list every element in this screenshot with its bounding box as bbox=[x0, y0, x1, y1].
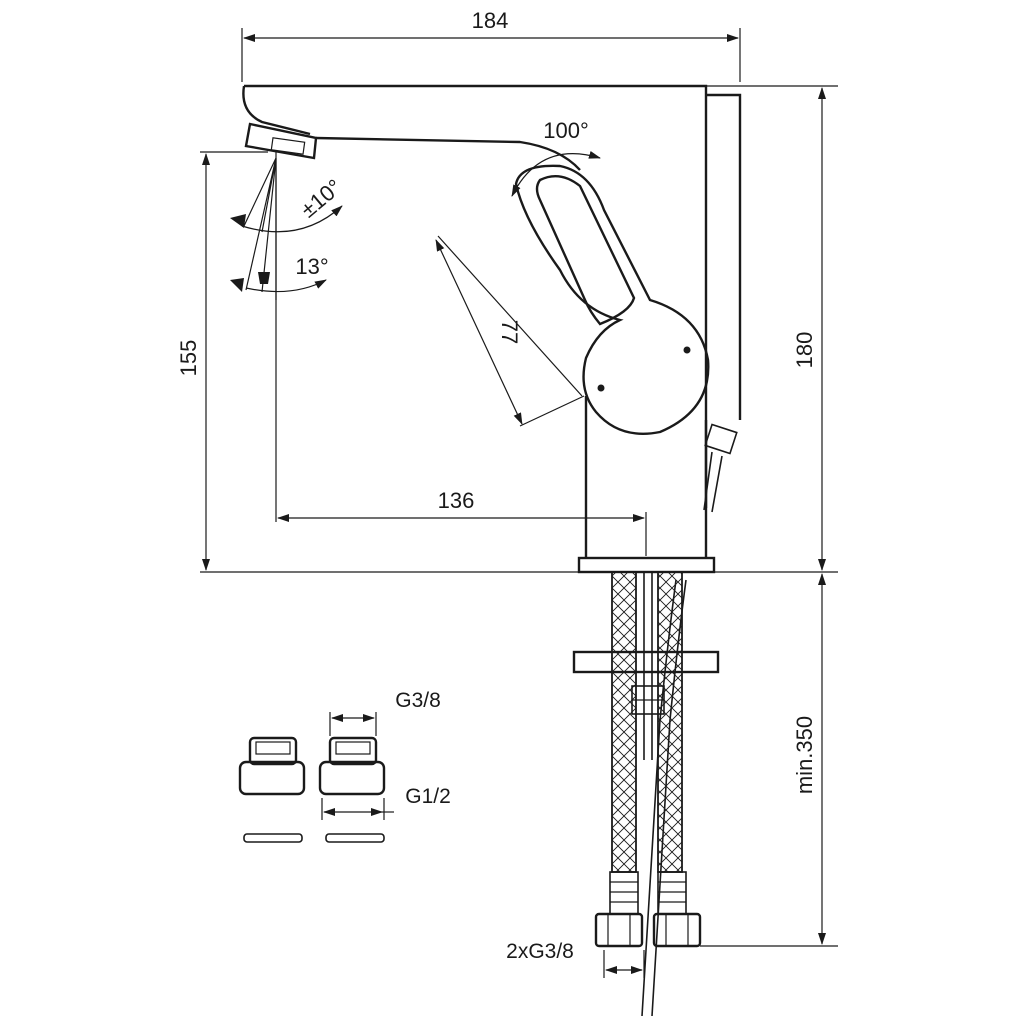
dim-arc-13 bbox=[245, 279, 327, 293]
dim-arc-100 bbox=[511, 151, 601, 197]
dim-adapter-outer-thread: G1/2 bbox=[405, 785, 451, 808]
dim-hose-thread: 2xG3/8 bbox=[506, 940, 574, 963]
supply-hoses bbox=[572, 571, 720, 1017]
dim-handle-length: 77 bbox=[497, 320, 522, 344]
dim-arc-10 bbox=[241, 205, 343, 233]
dim-spout-reach: 136 bbox=[438, 488, 475, 513]
faucet-body bbox=[242, 84, 742, 574]
dim-overall-height: 180 bbox=[792, 332, 817, 369]
spray-rays bbox=[230, 157, 277, 300]
dim-adapter-inner-thread: G3/8 bbox=[395, 689, 441, 712]
hose-nut-left bbox=[594, 912, 644, 948]
base-plate bbox=[577, 556, 716, 574]
fixing-plate bbox=[572, 650, 720, 674]
dim-overall-width: 184 bbox=[472, 8, 509, 33]
dim-hose-length: min.350 bbox=[792, 716, 817, 794]
dim-spray-angle: 13° bbox=[295, 254, 328, 279]
dim-spout-height: 155 bbox=[176, 340, 201, 377]
adapter-left bbox=[238, 736, 306, 843]
aerator bbox=[244, 122, 318, 160]
extension-lines bbox=[200, 28, 838, 978]
hose-nut-right bbox=[652, 912, 702, 948]
dim-line-77 bbox=[435, 239, 523, 425]
lever-handle bbox=[514, 164, 710, 435]
pop-up-knob bbox=[704, 423, 738, 455]
dim-handle-rotation: 100° bbox=[543, 118, 589, 143]
dim-spray-swivel: ±10° bbox=[296, 174, 347, 222]
adapter-right bbox=[318, 736, 386, 843]
